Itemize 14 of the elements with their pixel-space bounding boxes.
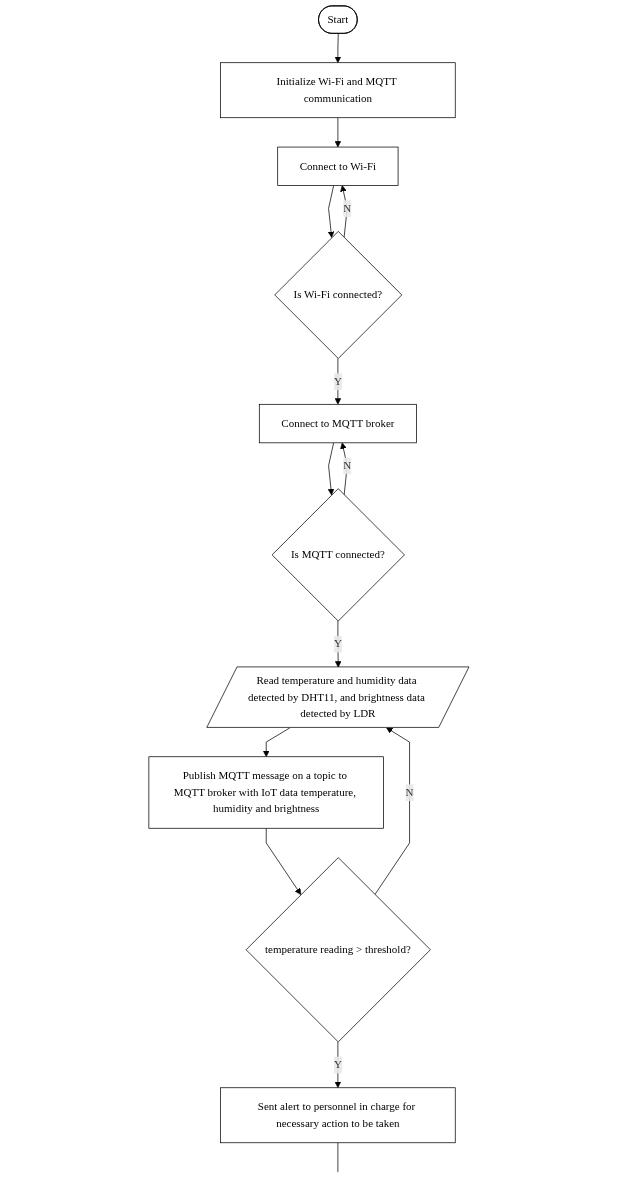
node-box: Initialize Wi-Fi and MQTT communication: [219, 62, 456, 119]
edge-label: Y: [333, 637, 342, 650]
edge-label: Y: [333, 375, 342, 388]
node-diamond: Is Wi-Fi connected?: [273, 231, 402, 359]
edge-label: Y: [333, 1058, 342, 1071]
edge-label: N: [342, 459, 351, 472]
node-box: Publish MQTT message on a topic to MQTT broker with IoT data temperature, humidity and brightness: [148, 756, 384, 829]
node-diamond: temperature reading > threshold?: [245, 857, 431, 1043]
node-box: Sent alert to personnel in charge for necessary action to be taken: [219, 1087, 456, 1144]
node-box: Connect to MQTT broker: [258, 403, 417, 444]
node-diamond: Is MQTT connected?: [271, 488, 405, 622]
node-box: Connect to Wi-Fi: [276, 146, 398, 186]
edge-label: N: [405, 786, 414, 799]
edge-label: N: [342, 202, 351, 215]
